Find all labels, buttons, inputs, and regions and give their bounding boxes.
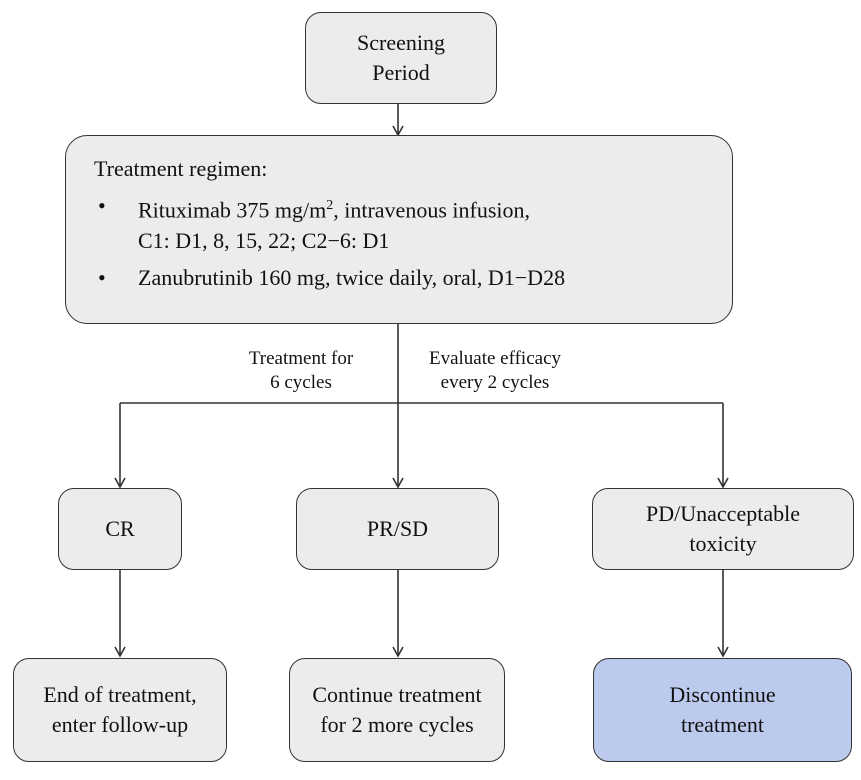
regimen-item-rituximab-line-1: Rituximab 375 mg/m2, intravenous infusio… xyxy=(138,197,530,223)
screening-period-box: Screening Period xyxy=(305,12,497,104)
regimen-item-zanubrutinib-text: Zanubrutinib 160 mg, twice daily, oral, … xyxy=(138,265,566,291)
regimen-item-zanubrutinib: • Zanubrutinib 160 mg, twice daily, oral… xyxy=(94,262,565,293)
regimen-list: • Rituximab 375 mg/m2, intravenous infus… xyxy=(94,190,565,299)
superscript: 2 xyxy=(326,198,334,213)
treatment-regimen-box: Treatment regimen: • Rituximab 375 mg/m2… xyxy=(65,135,733,324)
screening-line-1: Screening xyxy=(357,30,445,55)
bullet-icon: • xyxy=(98,265,106,291)
outcome-cr-box: CR xyxy=(58,488,182,570)
action-end-of-treatment-box: End of treatment, enter follow-up xyxy=(13,658,227,762)
regimen-heading: Treatment regimen: xyxy=(94,156,268,181)
outcome-pr-sd-box: PR/SD xyxy=(296,488,499,570)
action-continue-treatment-box: Continue treatment for 2 more cycles xyxy=(289,658,505,762)
label-treatment-cycles: Treatment for 6 cycles xyxy=(248,348,354,393)
action-discontinue-treatment-box: Discontinue treatment xyxy=(593,658,852,762)
outcome-pd-box: PD/Unacceptable toxicity xyxy=(592,488,854,570)
screening-line-2: Period xyxy=(372,60,430,85)
regimen-item-rituximab: • Rituximab 375 mg/m2, intravenous infus… xyxy=(94,190,565,256)
label-evaluate-efficacy: Evaluate efficacy every 2 cycles xyxy=(428,348,562,393)
regimen-item-rituximab-line-2: C1: D1, 8, 15, 22; C2−6: D1 xyxy=(138,228,390,254)
bullet-icon: • xyxy=(98,193,106,218)
